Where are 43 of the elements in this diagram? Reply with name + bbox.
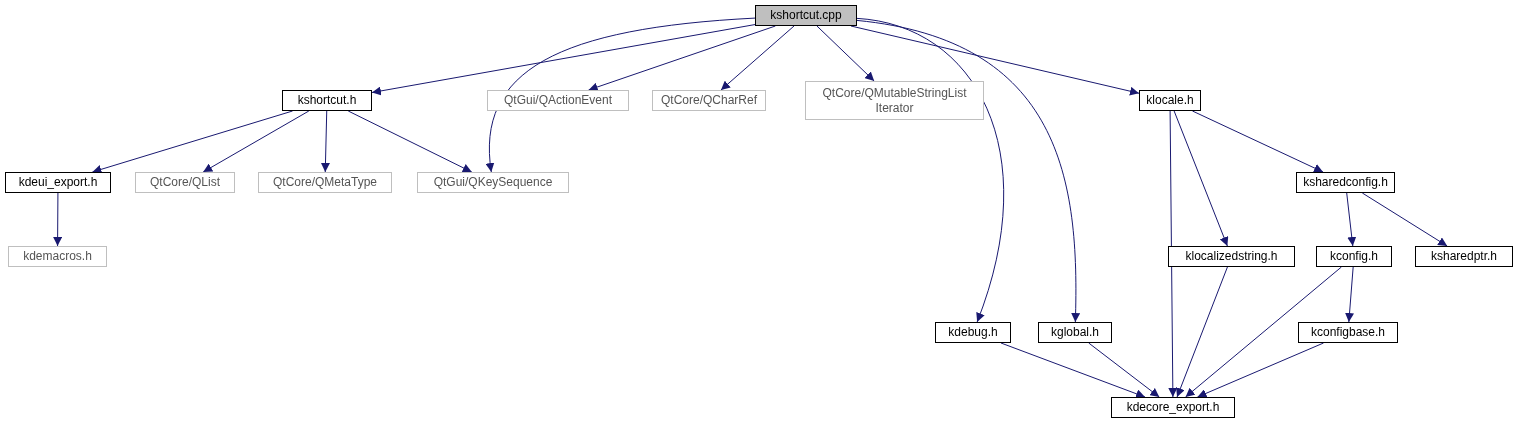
file-box: ksharedconfig.h <box>1296 172 1395 193</box>
arrow <box>1088 342 1160 398</box>
file-box: klocale.h <box>1139 90 1201 111</box>
external-file-box: QtGui/QKeySequence <box>417 172 569 193</box>
file-box: kglobal.h <box>1038 322 1112 343</box>
arrow <box>1185 266 1342 398</box>
arrow <box>1176 266 1228 398</box>
arrow <box>486 17 756 173</box>
arrow <box>856 19 1080 323</box>
arrow <box>1168 110 1178 398</box>
file-box: kdecore_export.h <box>1111 397 1235 418</box>
arrow <box>1173 110 1229 247</box>
external-file-box: QtCore/QCharRef <box>652 90 766 111</box>
arrow <box>816 25 875 82</box>
file-box: ksharedptr.h <box>1415 246 1513 267</box>
file-box: kshortcut.h <box>282 90 372 111</box>
file-box: kdeui_export.h <box>5 172 111 193</box>
external-file-box: kdemacros.h <box>8 246 107 267</box>
arrow <box>1361 192 1448 247</box>
arrow <box>1345 266 1354 323</box>
external-file-box: QtCore/QMutableStringList Iterator <box>805 81 984 120</box>
external-file-box: QtCore/QMetaType <box>258 172 392 193</box>
file-box: kconfig.h <box>1316 246 1392 267</box>
file-box: kdebug.h <box>935 322 1011 343</box>
external-file-box: QtGui/QActionEvent <box>487 90 629 111</box>
file-box: kconfigbase.h <box>1298 322 1398 343</box>
file-box: kshortcut.cpp <box>755 5 857 26</box>
arrow <box>202 110 310 173</box>
arrow <box>588 25 776 92</box>
arrow <box>347 110 473 173</box>
arrow <box>1000 342 1146 399</box>
external-file-box: QtCore/QList <box>135 172 235 193</box>
arrow <box>720 25 795 91</box>
arrow <box>321 110 330 173</box>
arrow <box>1191 110 1324 173</box>
file-box: klocalizedstring.h <box>1168 246 1295 267</box>
arrow <box>850 25 1140 96</box>
arrow <box>1346 192 1357 247</box>
arrow <box>1197 342 1324 398</box>
arrow <box>91 110 294 174</box>
arrow <box>371 24 756 96</box>
arrow <box>856 17 1005 323</box>
arrow <box>53 192 63 247</box>
